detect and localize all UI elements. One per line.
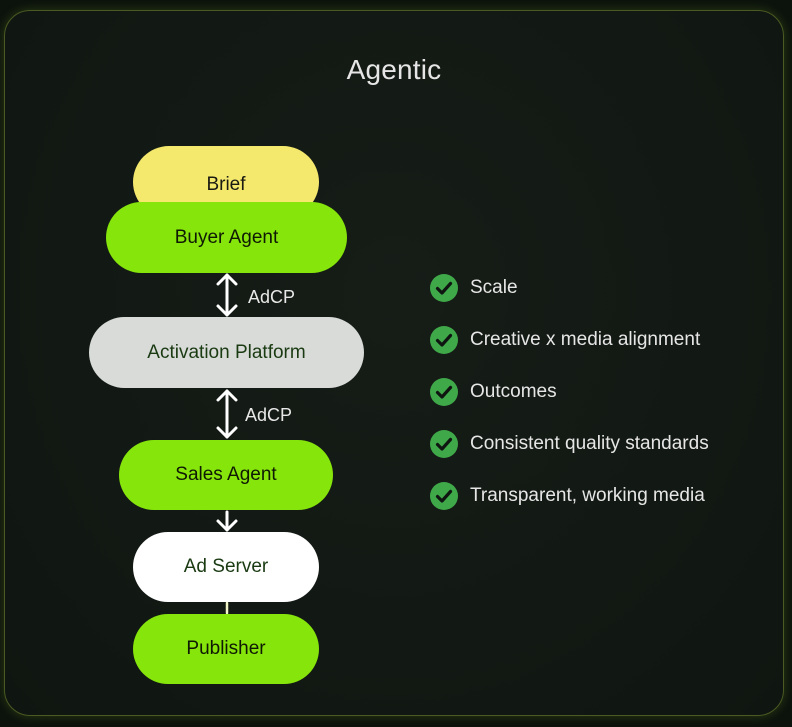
connector-label-1: AdCP [248,287,296,307]
buyer-agent-node: Buyer Agent [106,202,347,273]
activation-platform-node: Activation Platform [89,317,364,388]
check-circle-icon [430,378,458,406]
benefit-label: Consistent quality standards [470,433,709,454]
check-circle-icon [430,430,458,458]
benefit-label: Outcomes [470,381,557,402]
publisher-label: Publisher [186,638,266,659]
benefit-item: Transparent, working media [430,482,705,510]
brief-label: Brief [206,174,246,195]
sales-agent-label: Sales Agent [175,464,277,485]
buyer-agent-label: Buyer Agent [174,226,279,248]
ad-server-label: Ad Server [183,556,269,577]
card-title: Agentic [346,54,442,85]
connector-label-2: AdCP [245,405,293,425]
benefit-item: Consistent quality standards [430,430,709,458]
publisher-node: Publisher [133,614,319,684]
check-circle-icon [430,274,458,302]
sales-agent-node: Sales Agent [119,440,333,510]
check-circle-icon [430,482,458,510]
benefit-label: Scale [470,277,518,298]
benefit-item: Scale [430,274,518,302]
benefit-item: Creative x media alignment [430,326,700,354]
double-arrow-icon [216,389,238,439]
down-arrow-icon [216,510,238,532]
benefit-item: Outcomes [430,378,557,406]
double-arrow-icon [216,273,238,317]
check-circle-icon [430,326,458,354]
benefit-label: Creative x media alignment [470,329,701,350]
ad-server-node: Ad Server [133,532,319,602]
activation-platform-label: Activation Platform [147,341,306,363]
benefit-label: Transparent, working media [470,485,705,506]
